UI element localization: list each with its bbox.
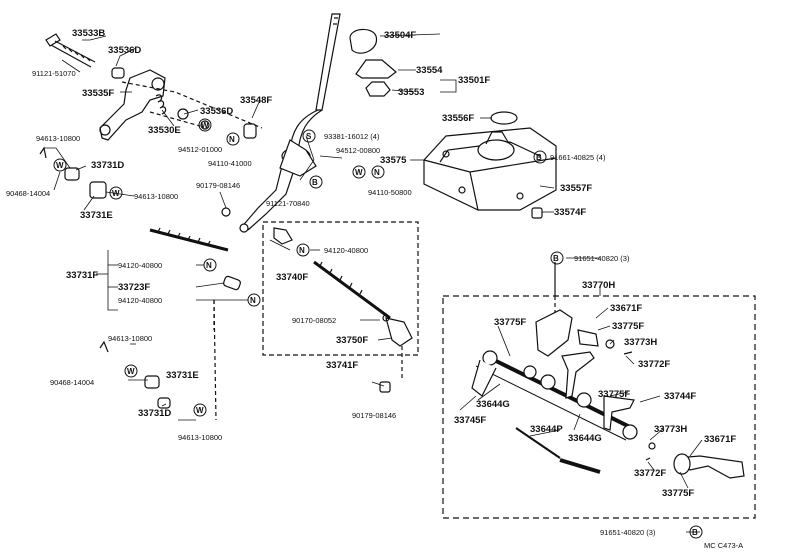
label-33536d-mid: 33536D <box>200 106 233 117</box>
label-94110-50800: 94110-50800 <box>368 188 412 197</box>
label-33644g-b: 33644G <box>568 433 602 444</box>
label-94512-01000: 94512-01000 <box>178 145 222 154</box>
label-33557f: 33557F <box>560 183 592 194</box>
label-91121-51070: 91121-51070 <box>32 69 76 78</box>
label-90468-14004-a: 90468-14004 <box>6 189 50 198</box>
label-33731e-b: 33731E <box>166 370 199 381</box>
label-33731f: 33731F <box>66 270 98 281</box>
label-33750f: 33750F <box>336 335 368 346</box>
knob-33504f-drawing <box>349 28 378 54</box>
part-labels: 33533B 33536D 91121-51070 33535F 33530E … <box>6 28 743 550</box>
label-91651-40820-bot: 91651-40820 (3) <box>600 528 656 537</box>
label-33770h: 33770H <box>582 280 615 291</box>
symbol-screw: S <box>306 132 312 141</box>
label-33731d-a: 33731D <box>91 160 124 171</box>
label-33574f: 33574F <box>554 207 586 218</box>
label-94613-10800-b: 94613-10800 <box>134 192 178 201</box>
housing-33557f-drawing <box>423 127 557 211</box>
label-33548f: 33548F <box>240 95 272 106</box>
symbol-bolt-1: B <box>312 178 318 187</box>
label-33530e: 33530E <box>148 125 181 136</box>
symbol-nut-3: N <box>206 261 212 270</box>
boot-33554-drawing <box>355 59 397 79</box>
label-90468-14004-b: 90468-14004 <box>50 378 94 387</box>
label-33504f: 33504F <box>384 30 416 41</box>
symbol-nut-2: N <box>374 168 380 177</box>
label-33644g-a: 33644G <box>476 399 510 410</box>
rod-33731f-drawing <box>149 227 241 421</box>
label-33554: 33554 <box>416 65 443 76</box>
bushing-33536d-drawing <box>111 67 125 79</box>
label-91661-40825: 91661-40825 (4) <box>550 153 606 162</box>
symbol-washer-3: W <box>112 189 120 198</box>
pin-drawing <box>39 146 47 159</box>
label-94120-40800-a: 94120-40800 <box>324 246 368 255</box>
symbol-bolt-2: B <box>536 153 542 162</box>
label-90170-08052: 90170-08052 <box>292 316 336 325</box>
label-33644p: 33644P <box>530 424 563 435</box>
part-drawings <box>39 13 756 519</box>
label-94120-40800-c: 94120-40800 <box>118 296 162 305</box>
symbol-bolt-4: B <box>692 528 698 537</box>
label-33773h-a: 33773H <box>624 337 657 348</box>
symbol-washer-2: W <box>56 161 64 170</box>
symbol-washer-4: W <box>355 168 363 177</box>
label-33553: 33553 <box>398 87 424 98</box>
label-94613-10800-c: 94613-10800 <box>108 334 152 343</box>
symbol-washer-1: W <box>201 121 209 130</box>
symbol-nut-5: N <box>299 246 305 255</box>
symbol-nut-1: N <box>229 135 235 144</box>
label-33745f: 33745F <box>454 415 486 426</box>
label-33535f: 33535F <box>82 88 114 99</box>
label-33775f-c: 33775F <box>598 389 630 400</box>
label-91121-70840: 91121-70840 <box>266 199 310 208</box>
label-94512-00800: 94512-00800 <box>336 146 380 155</box>
label-90179-08146-a: 90179-08146 <box>196 181 240 190</box>
label-33501f: 33501F <box>458 75 490 86</box>
label-33671f-top: 33671F <box>610 303 642 314</box>
symbol-bolt-3: B <box>553 254 559 263</box>
label-33536d-top: 33536D <box>108 45 141 56</box>
symbol-markers: W N W W S W N B B N N N W W B B <box>53 118 703 539</box>
symbol-washer-6: W <box>196 406 204 415</box>
label-33556f: 33556F <box>442 113 474 124</box>
label-33775f-b: 33775F <box>612 321 644 332</box>
label-94110-41000: 94110-41000 <box>208 159 252 168</box>
box-33770h <box>442 295 756 519</box>
label-33773h-b: 33773H <box>654 424 687 435</box>
label-33741f: 33741F <box>326 360 358 371</box>
label-33731d-b: 33731D <box>138 408 171 419</box>
label-33533b: 33533B <box>72 28 105 39</box>
spring-33530e-drawing <box>155 94 167 115</box>
label-33575: 33575 <box>380 155 407 166</box>
label-93381-16012: 93381-16012 (4) <box>324 132 380 141</box>
figure-code: MC C473-A <box>704 541 743 550</box>
shift-lever-drawing <box>239 13 341 233</box>
label-33775f-a: 33775F <box>494 317 526 328</box>
symbol-washer-5: W <box>127 367 135 376</box>
leader-lines <box>44 33 703 533</box>
label-33723f: 33723F <box>118 282 150 293</box>
label-33671f-bot: 33671F <box>704 434 736 445</box>
label-94120-40800-b: 94120-40800 <box>118 261 162 270</box>
selector-shafts-drawing <box>471 309 745 479</box>
label-33740f: 33740F <box>276 272 308 283</box>
label-94613-10800-d: 94613-10800 <box>178 433 222 442</box>
label-33731e-a: 33731E <box>80 210 113 221</box>
label-90179-08146-b: 90179-08146 <box>352 411 396 420</box>
symbol-nut-4: N <box>250 296 256 305</box>
label-33772f-a: 33772F <box>638 359 670 370</box>
label-91651-40820-top: 91651-40820 (3) <box>574 254 630 263</box>
bolt-33533b-drawing <box>45 33 96 68</box>
label-33744f: 33744F <box>664 391 696 402</box>
label-33772f-b: 33772F <box>634 468 666 479</box>
bracket-33535f-drawing <box>99 69 166 141</box>
label-33775f-d: 33775F <box>662 488 694 499</box>
label-94613-10800-a: 94613-10800 <box>36 134 80 143</box>
